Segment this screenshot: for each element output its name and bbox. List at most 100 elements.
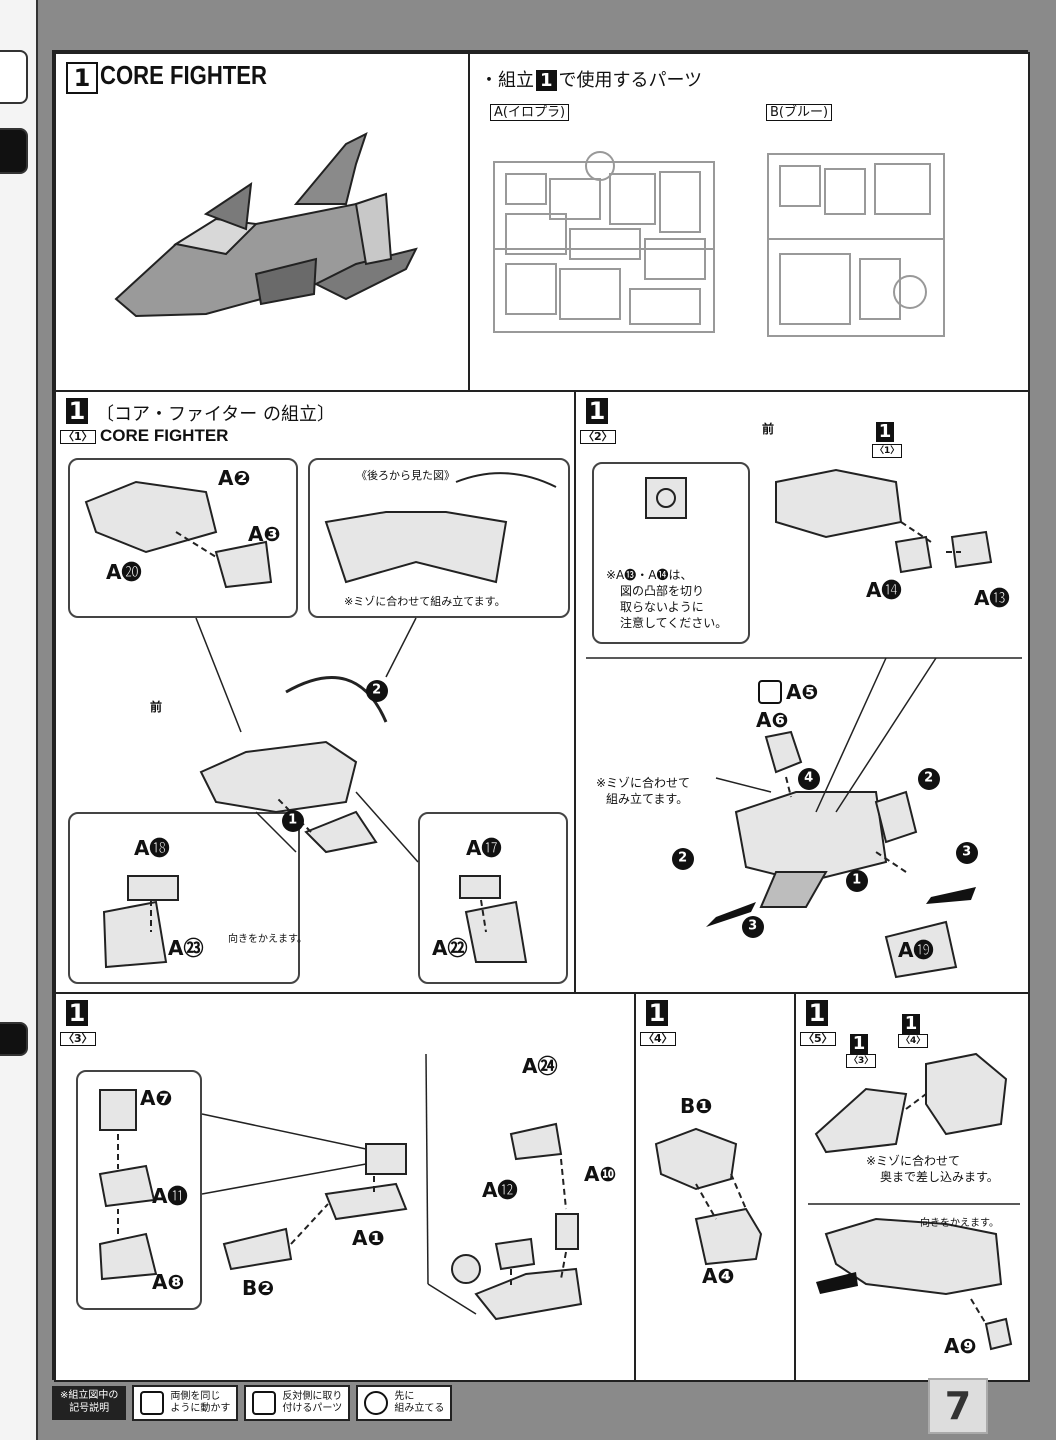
groove-note-line: 組み立てます。 [606, 792, 689, 806]
step-number: 1 [646, 1000, 668, 1026]
move-same-icon [140, 1391, 165, 1415]
caution-line: 注意してください。 [620, 616, 728, 630]
step-1-5-illustration [808, 1052, 1020, 1351]
legend-item-text: 先に組み立てる [394, 1391, 444, 1415]
symbol-legend: ※組立図中の 記号説明 両側を同じように動かす 反対側に取り付けるパーツ 先に組… [52, 1383, 453, 1423]
step-1-3-illustration [98, 1053, 583, 1321]
mirror-parts-icon [252, 1391, 277, 1415]
part-label: A㉒ [432, 936, 468, 960]
step-sub-number: 〈4〉 [640, 1032, 676, 1046]
core-fighter-overview-panel: 1 CORE FIGHTER [54, 52, 470, 392]
step-sub-number: 〈2〉 [580, 430, 616, 444]
step-sub-number: 〈5〉 [800, 1032, 836, 1046]
part-label: A❻ [756, 708, 789, 732]
legend-text-line: 組み立てる [394, 1403, 445, 1414]
order-marker-number: 1 [852, 872, 862, 888]
reference-step-sub: 〈4〉 [898, 1034, 929, 1048]
part-label: A㉓ [168, 936, 204, 960]
part-label: A❷ [218, 466, 251, 490]
legend-text-line: 反対側に取り [282, 1391, 343, 1402]
page-number: 7 [928, 1378, 988, 1434]
order-marker-number: 2 [678, 850, 688, 866]
page-title: CORE FIGHTER [100, 60, 267, 90]
groove-note-line: ※ミゾに合わせて [866, 1154, 961, 1168]
part-label: A❶ [352, 1226, 385, 1250]
legend-text-line: 付けるパーツ [282, 1403, 343, 1414]
groove-note: ※ミゾに合わせて組み立てます。 [344, 595, 506, 608]
runner-b-label: B(ブルー) [766, 104, 833, 121]
rear-view-label: 《後ろから見た図》 [356, 469, 455, 482]
caution-line: 図の凸部を切り [620, 584, 705, 598]
legend-text-line: 先に [394, 1391, 415, 1402]
reference-step-sub: 〈1〉 [872, 444, 903, 458]
part-label: A⓲ [134, 836, 170, 860]
reference-step-number: 1 [902, 1014, 920, 1034]
part-label: B❷ [242, 1276, 275, 1300]
step-subtitle: CORE FIGHTER [100, 426, 229, 445]
part-label: A❿ [584, 1162, 617, 1186]
assemble-first-icon [364, 1391, 389, 1415]
order-marker-number: 3 [748, 918, 758, 934]
part-label: A❽ [152, 1270, 185, 1294]
legend-title: ※組立図中の 記号説明 [52, 1386, 127, 1420]
part-label: A⓮ [866, 578, 902, 602]
parts-heading-number: 1 [536, 70, 557, 91]
part-label: A⓴ [106, 560, 142, 584]
part-label: A⓫ [152, 1184, 188, 1208]
legend-title-line: 記号説明 [69, 1403, 110, 1414]
step-sub-number: 〈1〉 [60, 430, 96, 444]
step-number: 1 [66, 398, 88, 424]
reference-step-sub: 〈3〉 [846, 1054, 877, 1068]
caution-line: 取らないように [620, 600, 704, 614]
legend-item-text: 両側を同じように動かす [170, 1391, 230, 1415]
order-marker-number: 3 [962, 844, 972, 860]
parts-heading-prefix: ・組立 [480, 70, 534, 91]
runner-a [493, 151, 715, 333]
runner-b [767, 153, 945, 337]
groove-note-line: ※ミゾに合わせて [596, 776, 691, 790]
turn-note: 向きをかえます。 [228, 934, 307, 945]
step-1-2-panel: 1 〈2〉 前 1 〈1〉 ※A⓭・A⓮は、 図の凸部を切り 取らないように 注… [574, 390, 1030, 994]
legend-item: 先に組み立てる [356, 1385, 453, 1421]
step-number-box: 1 [66, 62, 98, 94]
legend-title-line: ※組立図中の [60, 1390, 119, 1401]
mirror-parts-icon [758, 680, 782, 704]
part-label: A⓬ [482, 1178, 518, 1202]
order-marker-number: 2 [372, 682, 382, 698]
groove-note-line: 奥まで差し込みます。 [880, 1170, 999, 1184]
runner-diagrams [493, 151, 945, 337]
parts-heading-suffix: で使用するパーツ [558, 70, 703, 91]
step-1-2-illustration [586, 468, 1022, 979]
part-label: B❶ [680, 1094, 713, 1118]
part-label: A❾ [944, 1334, 977, 1358]
runner-a-label: A(イロプラ) [490, 104, 570, 121]
part-label: A❺ [786, 680, 819, 704]
front-direction-label: 前 [150, 700, 163, 714]
part-label: A❹ [702, 1264, 735, 1288]
reference-step-number: 1 [850, 1034, 868, 1054]
step-1-4-illustration [654, 1127, 763, 1266]
step-1-5-panel: 1 〈5〉 1 〈3〉 1 〈4〉 ※ミゾに合わせて 奥まで差し込みます。 向き… [794, 992, 1030, 1382]
legend-item-text: 反対側に取り付けるパーツ [282, 1391, 342, 1415]
part-label: A⓭ [974, 586, 1010, 610]
part-label: A❸ [248, 522, 281, 546]
step-number: 1 [806, 1000, 828, 1026]
step-1-1-panel: 1 〔コア・ファイター の組立〕 〈1〉 CORE FIGHTER [54, 390, 576, 994]
step-title: 〔コア・ファイター の組立〕 [96, 404, 336, 425]
step-1-1-illustration [84, 472, 557, 969]
previous-page-tab [0, 1022, 28, 1056]
front-direction-label: 前 [762, 422, 775, 436]
previous-page-tab [0, 50, 28, 104]
legend-text-line: 両側を同じ [170, 1391, 221, 1402]
core-fighter-illustration [114, 132, 418, 318]
step-number: 1 [66, 1000, 88, 1026]
step-sub-number: 〈3〉 [60, 1032, 96, 1046]
step-number: 1 [586, 398, 608, 424]
reference-step-number: 1 [876, 422, 894, 442]
legend-text-line: ように動かす [170, 1403, 231, 1414]
order-marker-number: 2 [924, 770, 934, 786]
legend-item: 両側を同じように動かす [132, 1385, 239, 1421]
